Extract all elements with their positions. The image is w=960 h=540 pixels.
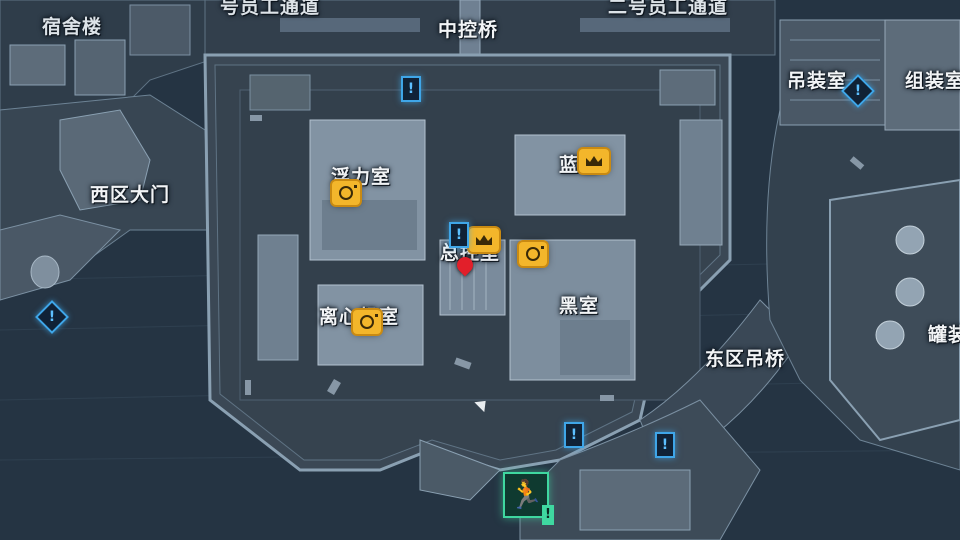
crown-loot-icon[interactable] [469,228,499,252]
label-staff-corridor-1: 号员工通道 [220,0,321,18]
label-center-bridge: 中控桥 [438,19,499,41]
exit-alert-icon: ! [542,505,554,525]
exit-icon[interactable]: 🏃 [503,472,549,518]
label-assembly-room: 组装室 [905,70,960,92]
alert-icon[interactable]: ! [449,222,469,248]
alert-icon[interactable]: ! [655,432,675,458]
label-dorm: 宿舍楼 [42,16,103,38]
label-tank: 罐装 [928,324,960,346]
alert-icon[interactable]: ! [564,422,584,448]
label-staff-corridor-2: 二号员工通道 [608,0,729,18]
label-west-gate: 西区大门 [90,184,171,206]
loot-safe-icon[interactable] [353,310,381,334]
label-crane-room: 吊装室 [787,70,848,92]
loot-safe-icon[interactable] [519,242,547,266]
crown-loot-icon[interactable] [579,149,609,173]
label-black-room: 黑室 [559,295,600,317]
label-east-bridge: 东区吊桥 [705,348,786,370]
alert-icon[interactable]: ! [401,76,421,102]
loot-safe-icon[interactable] [332,181,360,205]
